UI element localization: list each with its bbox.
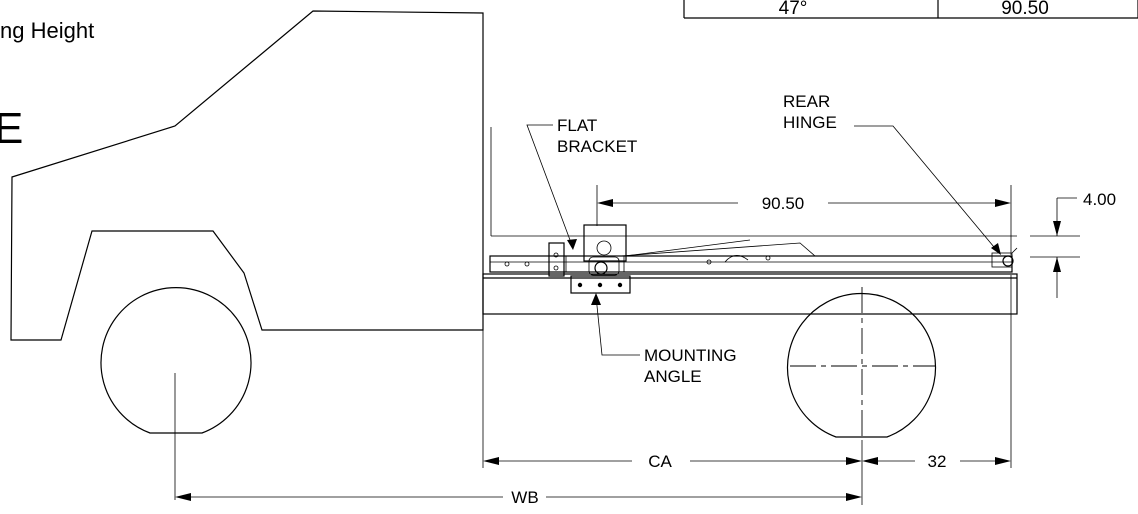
rear-hinge <box>991 252 1013 268</box>
dimension-wb: WB <box>175 440 863 507</box>
hoist-subframe <box>489 255 1013 273</box>
hoist-cylinder <box>583 224 627 262</box>
dimension-4-00: 4.00 <box>1030 190 1116 298</box>
frame-rail <box>482 273 1018 315</box>
flat-bracket-callout: FLAT BRACKET <box>526 116 637 250</box>
dimension-wb-label: WB <box>511 488 538 507</box>
dimension-ca-label: CA <box>648 452 672 471</box>
rear-hinge-label-1: REAR <box>783 92 830 111</box>
mounting-angle-callout: MOUNTING ANGLE <box>591 293 737 386</box>
partial-title: ng Height <box>0 18 94 43</box>
truck-cab <box>10 10 484 341</box>
mounting-angle-label-2: ANGLE <box>644 367 702 386</box>
table-angle-cell: 47° <box>779 0 808 19</box>
flat-bracket <box>548 242 565 277</box>
rear-hinge-callout: REAR HINGE <box>783 92 1001 255</box>
dimension-ca: CA <box>482 275 1012 471</box>
dimension-4-00-label: 4.00 <box>1083 190 1116 209</box>
dimension-90-50: 90.50 <box>596 185 1012 255</box>
rear-hinge-label-2: HINGE <box>783 113 837 132</box>
dimension-32: 32 <box>862 452 1011 471</box>
mounting-angle-label-1: MOUNTING <box>644 346 737 365</box>
partial-letter: E <box>0 104 23 153</box>
front-wheel <box>100 287 252 434</box>
mounting-angle <box>570 275 631 294</box>
dimension-32-label: 32 <box>928 452 947 471</box>
spec-table: 47° 90.50 <box>683 0 1138 19</box>
flat-bracket-label-2: BRACKET <box>557 137 637 156</box>
flat-bracket-label-1: FLAT <box>557 116 597 135</box>
rear-wheel <box>786 292 937 438</box>
dimension-90-50-label: 90.50 <box>762 194 805 213</box>
table-length-cell: 90.50 <box>1001 0 1049 19</box>
